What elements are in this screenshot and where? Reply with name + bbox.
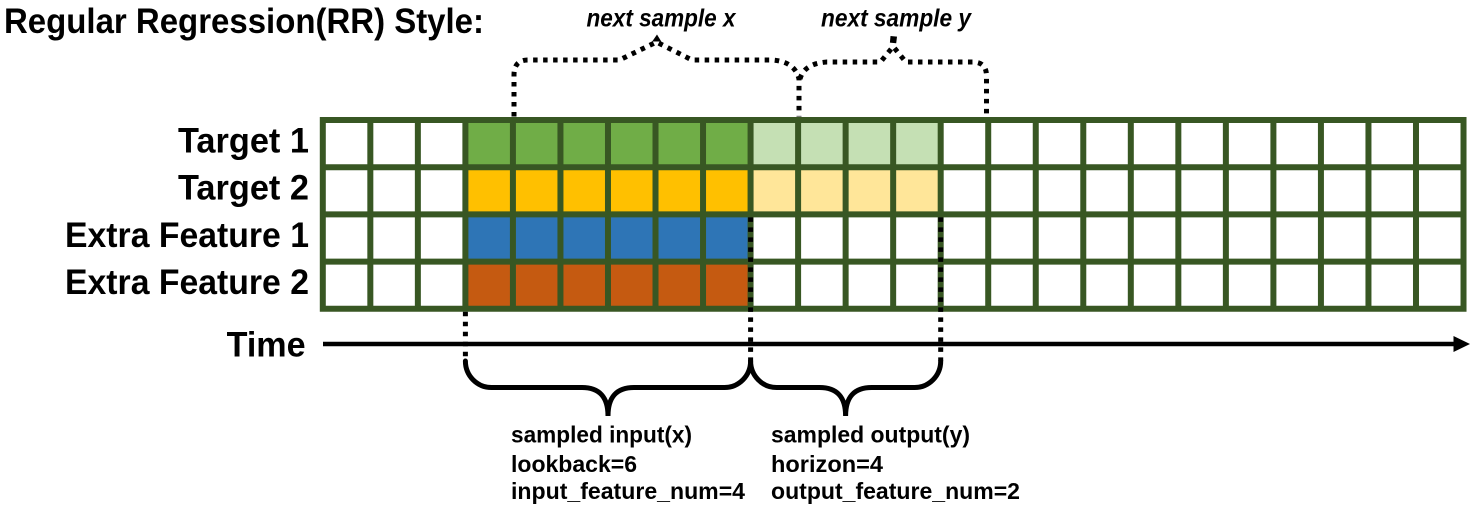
svg-text:Target 2: Target 2 (178, 168, 309, 208)
svg-text:lookback=6: lookback=6 (511, 451, 637, 477)
svg-text:output_feature_num=2: output_feature_num=2 (771, 478, 1020, 504)
svg-text:Time: Time (227, 325, 306, 365)
svg-text:input_feature_num=4: input_feature_num=4 (511, 478, 745, 504)
svg-text:Extra Feature 1: Extra Feature 1 (65, 215, 309, 255)
svg-text:next sample x: next sample x (587, 5, 737, 33)
svg-text:sampled input(x): sampled input(x) (511, 422, 692, 448)
svg-text:Target 1: Target 1 (178, 121, 309, 161)
svg-text:next sample y: next sample y (821, 5, 972, 33)
svg-text:Extra Feature 2: Extra Feature 2 (65, 262, 309, 302)
svg-text:horizon=4: horizon=4 (771, 451, 883, 477)
svg-text:sampled output(y): sampled output(y) (771, 422, 970, 448)
svg-text:Regular Regression(RR) Style:: Regular Regression(RR) Style: (4, 2, 484, 41)
